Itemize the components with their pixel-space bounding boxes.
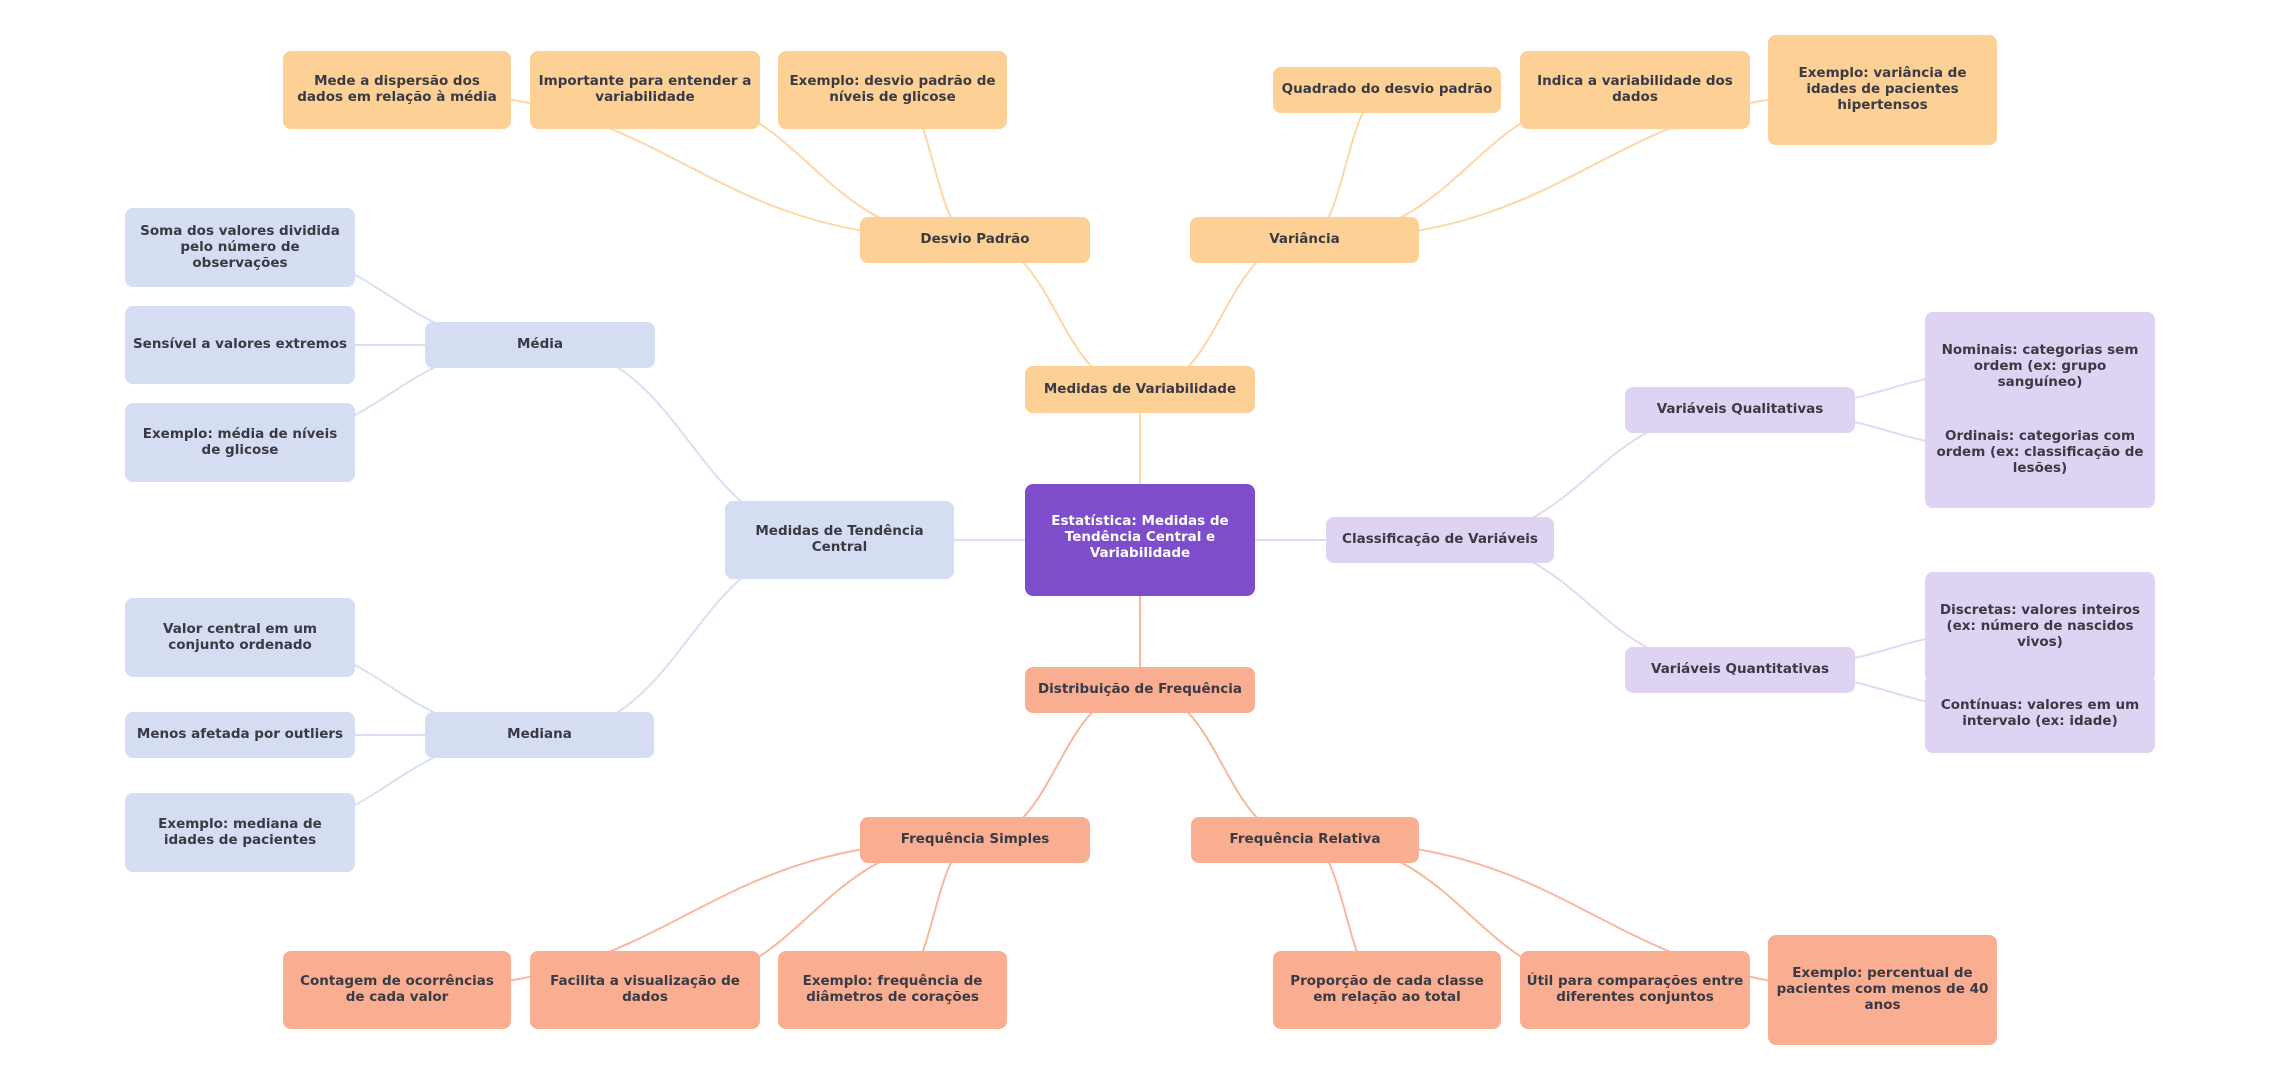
node-media[interactable]: Média — [425, 322, 655, 368]
node-label: Distribuição de Frequência — [1037, 681, 1243, 697]
node-classificacao-variaveis[interactable]: Classificação de Variáveis — [1326, 517, 1554, 563]
node-label: Exemplo: frequência de diâmetros de cora… — [802, 973, 983, 1005]
node-frequencia-relativa[interactable]: Frequência Relativa — [1191, 817, 1419, 863]
node-label: Quadrado do desvio padrão — [1281, 81, 1493, 97]
node-mediana-outliers[interactable]: Menos afetada por outliers — [125, 712, 355, 758]
node-label: Valor central em um conjunto ordenado — [163, 620, 317, 653]
node-media-sensivel[interactable]: Sensível a valores extremos — [125, 306, 355, 384]
node-label: Exemplo: percentual de pacientes com men… — [1776, 965, 1989, 1013]
node-label: Contínuas: valores em um intervalo (ex: … — [1940, 696, 2140, 729]
node-label: Soma dos valores dividida pelo número de… — [140, 222, 340, 271]
node-label: Variáveis Quantitativas — [1650, 661, 1829, 677]
node-label: Frequência Relativa — [1229, 831, 1381, 847]
node-label: Contagem de ocorrências de cada valor — [300, 973, 494, 1005]
node-variaveis-qualitativas[interactable]: Variáveis Qualitativas — [1625, 387, 1855, 433]
node-label: Desvio Padrão — [920, 231, 1030, 247]
node-variaveis-quantitativas[interactable]: Variáveis Quantitativas — [1625, 647, 1855, 693]
node-label: Mediana — [507, 726, 572, 742]
node-label: Discretas: valores inteiros (ex: número … — [1939, 602, 2141, 650]
node-label: Exemplo: variância de idades de paciente… — [1798, 65, 1967, 113]
node-fr-definicao[interactable]: Proporção de cada classe em relação ao t… — [1273, 951, 1501, 1029]
node-label: Frequência Simples — [900, 831, 1050, 847]
node-label: Exemplo: desvio padrão de níveis de glic… — [789, 73, 996, 105]
node-distribuicao-frequencia[interactable]: Distribuição de Frequência — [1025, 667, 1255, 713]
node-label: Indica a variabilidade dos dados — [1537, 73, 1733, 105]
node-label: Importante para entender a variabilidade — [538, 73, 752, 105]
node-label: Útil para comparações entre diferentes c… — [1526, 973, 1744, 1005]
node-label: Menos afetada por outliers — [136, 726, 344, 742]
node-label: Proporção de cada classe em relação ao t… — [1290, 973, 1484, 1005]
node-label: Exemplo: mediana de idades de pacientes — [158, 815, 322, 848]
node-discretas[interactable]: Discretas: valores inteiros (ex: número … — [1925, 572, 2155, 682]
node-label: Mede a dispersão dos dados em relação à … — [297, 73, 497, 105]
node-label: Medidas de Variabilidade — [1043, 380, 1237, 397]
node-mediana-definicao[interactable]: Valor central em um conjunto ordenado — [125, 598, 355, 677]
node-fs-exemplo[interactable]: Exemplo: frequência de diâmetros de cora… — [778, 951, 1007, 1029]
node-fs-visualizacao[interactable]: Facilita a visualização de dados — [530, 951, 760, 1029]
node-var-definicao[interactable]: Quadrado do desvio padrão — [1273, 67, 1501, 113]
node-label: Ordinais: categorias com ordem (ex: clas… — [1936, 428, 2144, 476]
node-desvio-padrao[interactable]: Desvio Padrão — [860, 217, 1090, 263]
node-dp-importancia[interactable]: Importante para entender a variabilidade — [530, 51, 760, 129]
node-mediana-exemplo[interactable]: Exemplo: mediana de idades de pacientes — [125, 793, 355, 872]
node-label: Medidas de Tendência Central — [755, 523, 924, 555]
node-dp-exemplo[interactable]: Exemplo: desvio padrão de níveis de glic… — [778, 51, 1007, 129]
node-root[interactable]: Estatística: Medidas de Tendência Centra… — [1025, 484, 1255, 596]
node-medidas-tendencia-central[interactable]: Medidas de Tendência Central — [725, 501, 954, 579]
node-label: Classificação de Variáveis — [1342, 531, 1538, 547]
node-label: Variância — [1269, 231, 1340, 247]
node-variancia[interactable]: Variância — [1190, 217, 1419, 263]
node-ordinais[interactable]: Ordinais: categorias com ordem (ex: clas… — [1925, 398, 2155, 508]
node-label: Facilita a visualização de dados — [550, 973, 740, 1005]
node-fr-util[interactable]: Útil para comparações entre diferentes c… — [1520, 951, 1750, 1029]
node-media-definicao[interactable]: Soma dos valores dividida pelo número de… — [125, 208, 355, 287]
node-label: Exemplo: média de níveis de glicose — [142, 425, 338, 458]
node-dp-definicao[interactable]: Mede a dispersão dos dados em relação à … — [283, 51, 511, 129]
node-label: Nominais: categorias sem ordem (ex: grup… — [1941, 342, 2139, 390]
node-fs-definicao[interactable]: Contagem de ocorrências de cada valor — [283, 951, 511, 1029]
node-label: Sensível a valores extremos — [132, 336, 348, 352]
node-label: Estatística: Medidas de Tendência Centra… — [1051, 513, 1229, 561]
node-label: Média — [517, 336, 563, 352]
node-media-exemplo[interactable]: Exemplo: média de níveis de glicose — [125, 403, 355, 482]
node-medidas-variabilidade[interactable]: Medidas de Variabilidade — [1025, 366, 1255, 413]
node-var-exemplo[interactable]: Exemplo: variância de idades de paciente… — [1768, 35, 1997, 145]
node-var-indica[interactable]: Indica a variabilidade dos dados — [1520, 51, 1750, 129]
node-continuas[interactable]: Contínuas: valores em um intervalo (ex: … — [1925, 674, 2155, 753]
node-fr-exemplo[interactable]: Exemplo: percentual de pacientes com men… — [1768, 935, 1997, 1045]
node-frequencia-simples[interactable]: Frequência Simples — [860, 817, 1090, 863]
node-label: Variáveis Qualitativas — [1656, 401, 1824, 417]
node-mediana[interactable]: Mediana — [425, 712, 654, 758]
